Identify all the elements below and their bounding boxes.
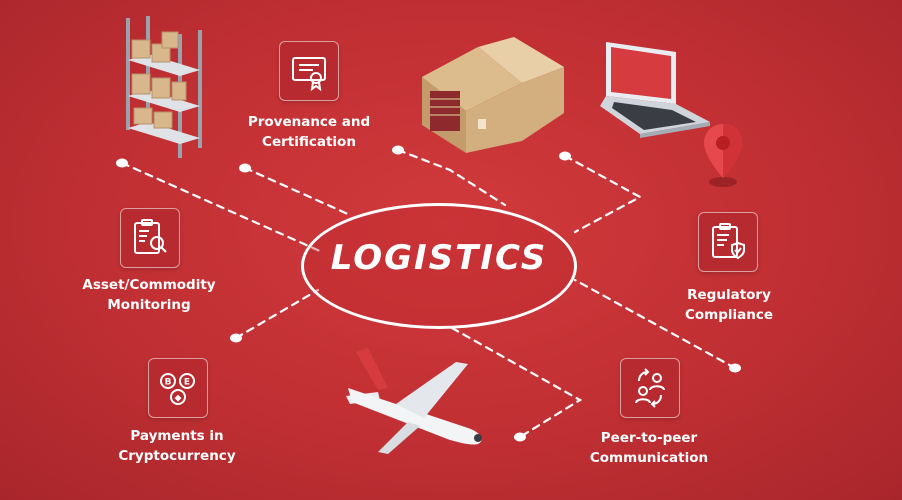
node-dot [230,333,242,343]
crypto-coins-icon: B E◆ [160,373,195,405]
airplane-icon [346,348,482,454]
regulatory-tile [698,212,758,272]
node-dot [514,432,526,442]
connector-airplane [450,326,583,439]
location-pin-icon [704,124,742,187]
warehouse-building-icon [422,37,564,153]
warehouse-shelves-icon [126,16,202,158]
connector-shelves [120,161,324,254]
node-dot [392,145,404,155]
svg-text:B: B [165,378,172,388]
clipboard-shield-icon [712,223,745,260]
svg-text:E: E [184,378,190,388]
laptop-icon [600,42,710,138]
node-dot [559,151,571,161]
clipboard-search-icon [134,219,167,254]
connector-warehouse [396,148,507,207]
node-dot [116,158,128,168]
provenance-tile [279,41,339,101]
asset-tile [120,208,180,268]
node-dot [239,163,251,173]
node-dot [729,363,741,373]
certificate-icon [292,57,326,92]
people-exchange-icon [635,368,665,408]
center-title: LOGISTICS [330,238,548,278]
connector-provenance [243,166,352,217]
connector-asset [234,288,320,340]
payments-tile: B E◆ [148,358,208,418]
p2p-tile [620,358,680,418]
connector-regulatory [573,278,737,370]
svg-text:◆: ◆ [175,394,182,404]
center-hub [301,203,577,329]
connector-laptop [563,154,643,234]
